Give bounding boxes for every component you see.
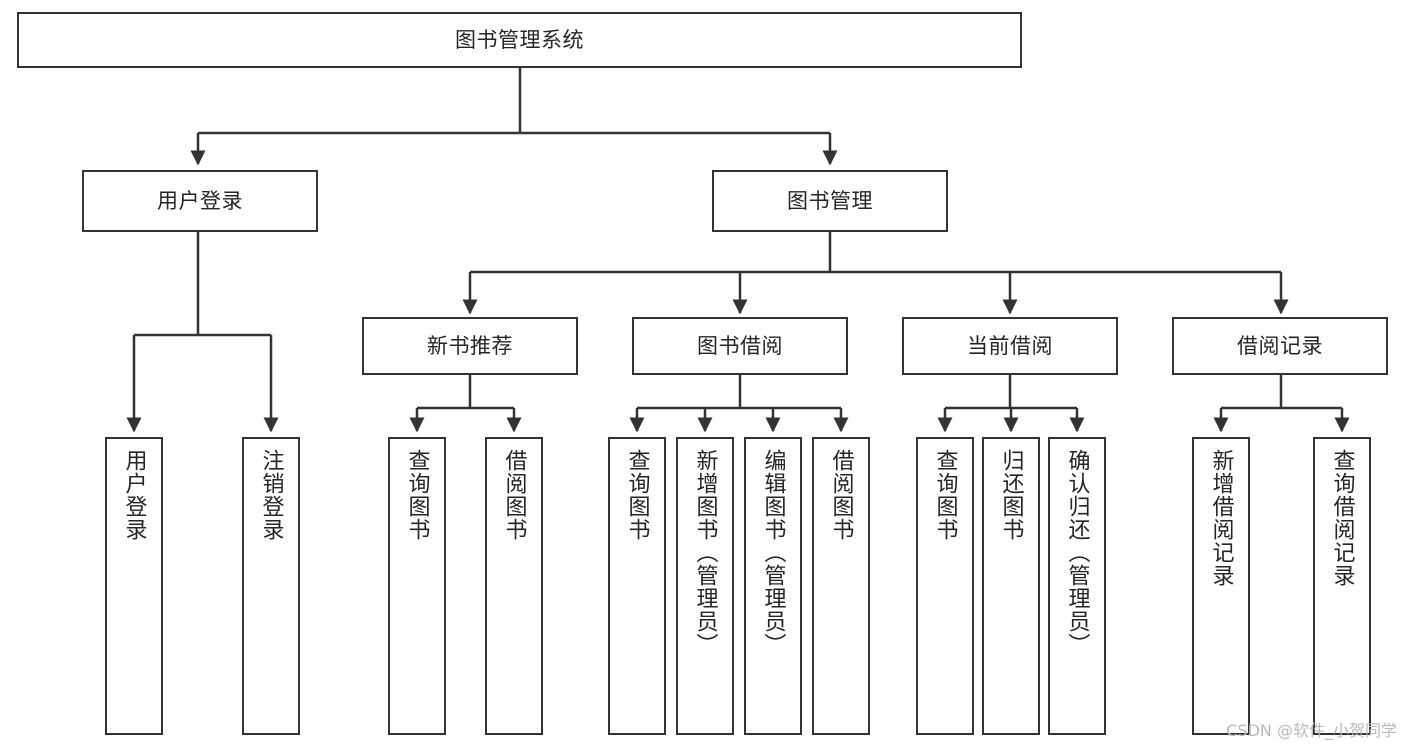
node-leaf-cb-query-book-label: 查询图书 [932,449,958,541]
node-leaf-br-query-record-label: 查询借阅记录 [1329,449,1355,587]
node-leaf-cb-confirm-return-admin-label: 确认归还（管理员） [1064,449,1090,656]
node-leaf-nbr-query-book-label: 查询图书 [404,449,430,541]
node-leaf-br-add-record-label: 新增借阅记录 [1208,449,1234,587]
node-leaf-bb-add-book-admin-label: 新增图书（管理员） [692,449,718,656]
node-leaf-cb-confirm-return-admin[interactable]: 确认归还（管理员） [1048,437,1106,735]
node-current-borrow[interactable]: 当前借阅 [902,317,1118,375]
node-leaf-bb-query-book-label: 查询图书 [624,449,650,541]
node-leaf-cb-return-book-label: 归还图书 [998,449,1024,541]
node-leaf-user-login-label: 用户登录 [121,449,147,541]
node-leaf-nbr-borrow-book[interactable]: 借阅图书 [485,437,543,735]
node-leaf-bb-add-book-admin[interactable]: 新增图书（管理员） [676,437,734,735]
node-leaf-bb-borrow-book[interactable]: 借阅图书 [812,437,870,735]
node-leaf-bb-query-book[interactable]: 查询图书 [608,437,666,735]
node-user-login[interactable]: 用户登录 [82,170,318,232]
node-new-book-recommend-label: 新书推荐 [427,333,513,358]
node-leaf-nbr-query-book[interactable]: 查询图书 [388,437,446,735]
node-user-login-label: 用户登录 [157,188,243,213]
node-root-label: 图书管理系统 [455,27,584,52]
node-borrow-record[interactable]: 借阅记录 [1172,317,1388,375]
node-book-borrow[interactable]: 图书借阅 [632,317,848,375]
node-book-borrow-label: 图书借阅 [697,333,783,358]
node-book-management[interactable]: 图书管理 [712,170,948,232]
node-borrow-record-label: 借阅记录 [1237,333,1323,358]
node-leaf-bb-edit-book-admin[interactable]: 编辑图书（管理员） [744,437,802,735]
node-leaf-user-login[interactable]: 用户登录 [105,437,163,735]
node-leaf-logout-label: 注销登录 [258,449,284,541]
node-leaf-bb-borrow-book-label: 借阅图书 [828,449,854,541]
node-leaf-bb-edit-book-admin-label: 编辑图书（管理员） [760,449,786,656]
node-book-management-label: 图书管理 [787,188,873,213]
node-new-book-recommend[interactable]: 新书推荐 [362,317,578,375]
node-leaf-cb-query-book[interactable]: 查询图书 [916,437,974,735]
node-leaf-nbr-borrow-book-label: 借阅图书 [501,449,527,541]
node-root[interactable]: 图书管理系统 [17,12,1022,68]
node-leaf-br-add-record[interactable]: 新增借阅记录 [1192,437,1250,735]
watermark: CSDN @软件_小贺同学 [1226,721,1397,740]
node-leaf-cb-return-book[interactable]: 归还图书 [982,437,1040,735]
node-leaf-logout[interactable]: 注销登录 [242,437,300,735]
node-leaf-br-query-record[interactable]: 查询借阅记录 [1313,437,1371,735]
node-current-borrow-label: 当前借阅 [967,333,1053,358]
